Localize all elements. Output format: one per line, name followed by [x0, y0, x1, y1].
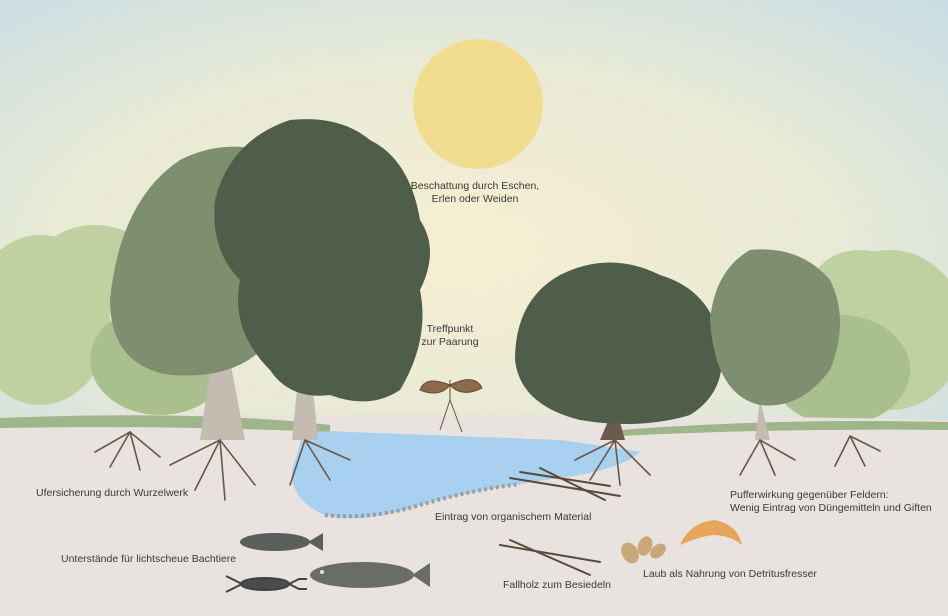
buffer-label-line1: Pufferwirkung gegenüber Feldern: [730, 489, 932, 502]
sun-icon [413, 39, 543, 169]
leaves-label: Laub als Nahrung von Detritusfresser [643, 568, 817, 581]
deadwood-label: Fallholz zum Besiedeln [503, 579, 611, 592]
mating-label-line1: Treffpunkt [400, 323, 500, 336]
shade-label-line1: Beschattung durch Eschen, [400, 180, 550, 193]
mating-label-line2: zur Paarung [400, 336, 500, 349]
mating-label: Treffpunkt zur Paarung [400, 323, 500, 349]
buffer-label: Pufferwirkung gegenüber Feldern: Wenig E… [730, 489, 932, 515]
shelter-label: Unterstände für lichtscheue Bachtiere [61, 553, 236, 566]
buffer-label-line2: Wenig Eintrag von Düngemitteln und Gifte… [730, 502, 932, 515]
shade-label: Beschattung durch Eschen, Erlen oder Wei… [400, 180, 550, 206]
bank-stabilization-label: Ufersicherung durch Wurzelwerk [36, 487, 188, 500]
shade-label-line2: Erlen oder Weiden [400, 193, 550, 206]
organic-input-label: Eintrag von organischem Material [435, 511, 591, 524]
